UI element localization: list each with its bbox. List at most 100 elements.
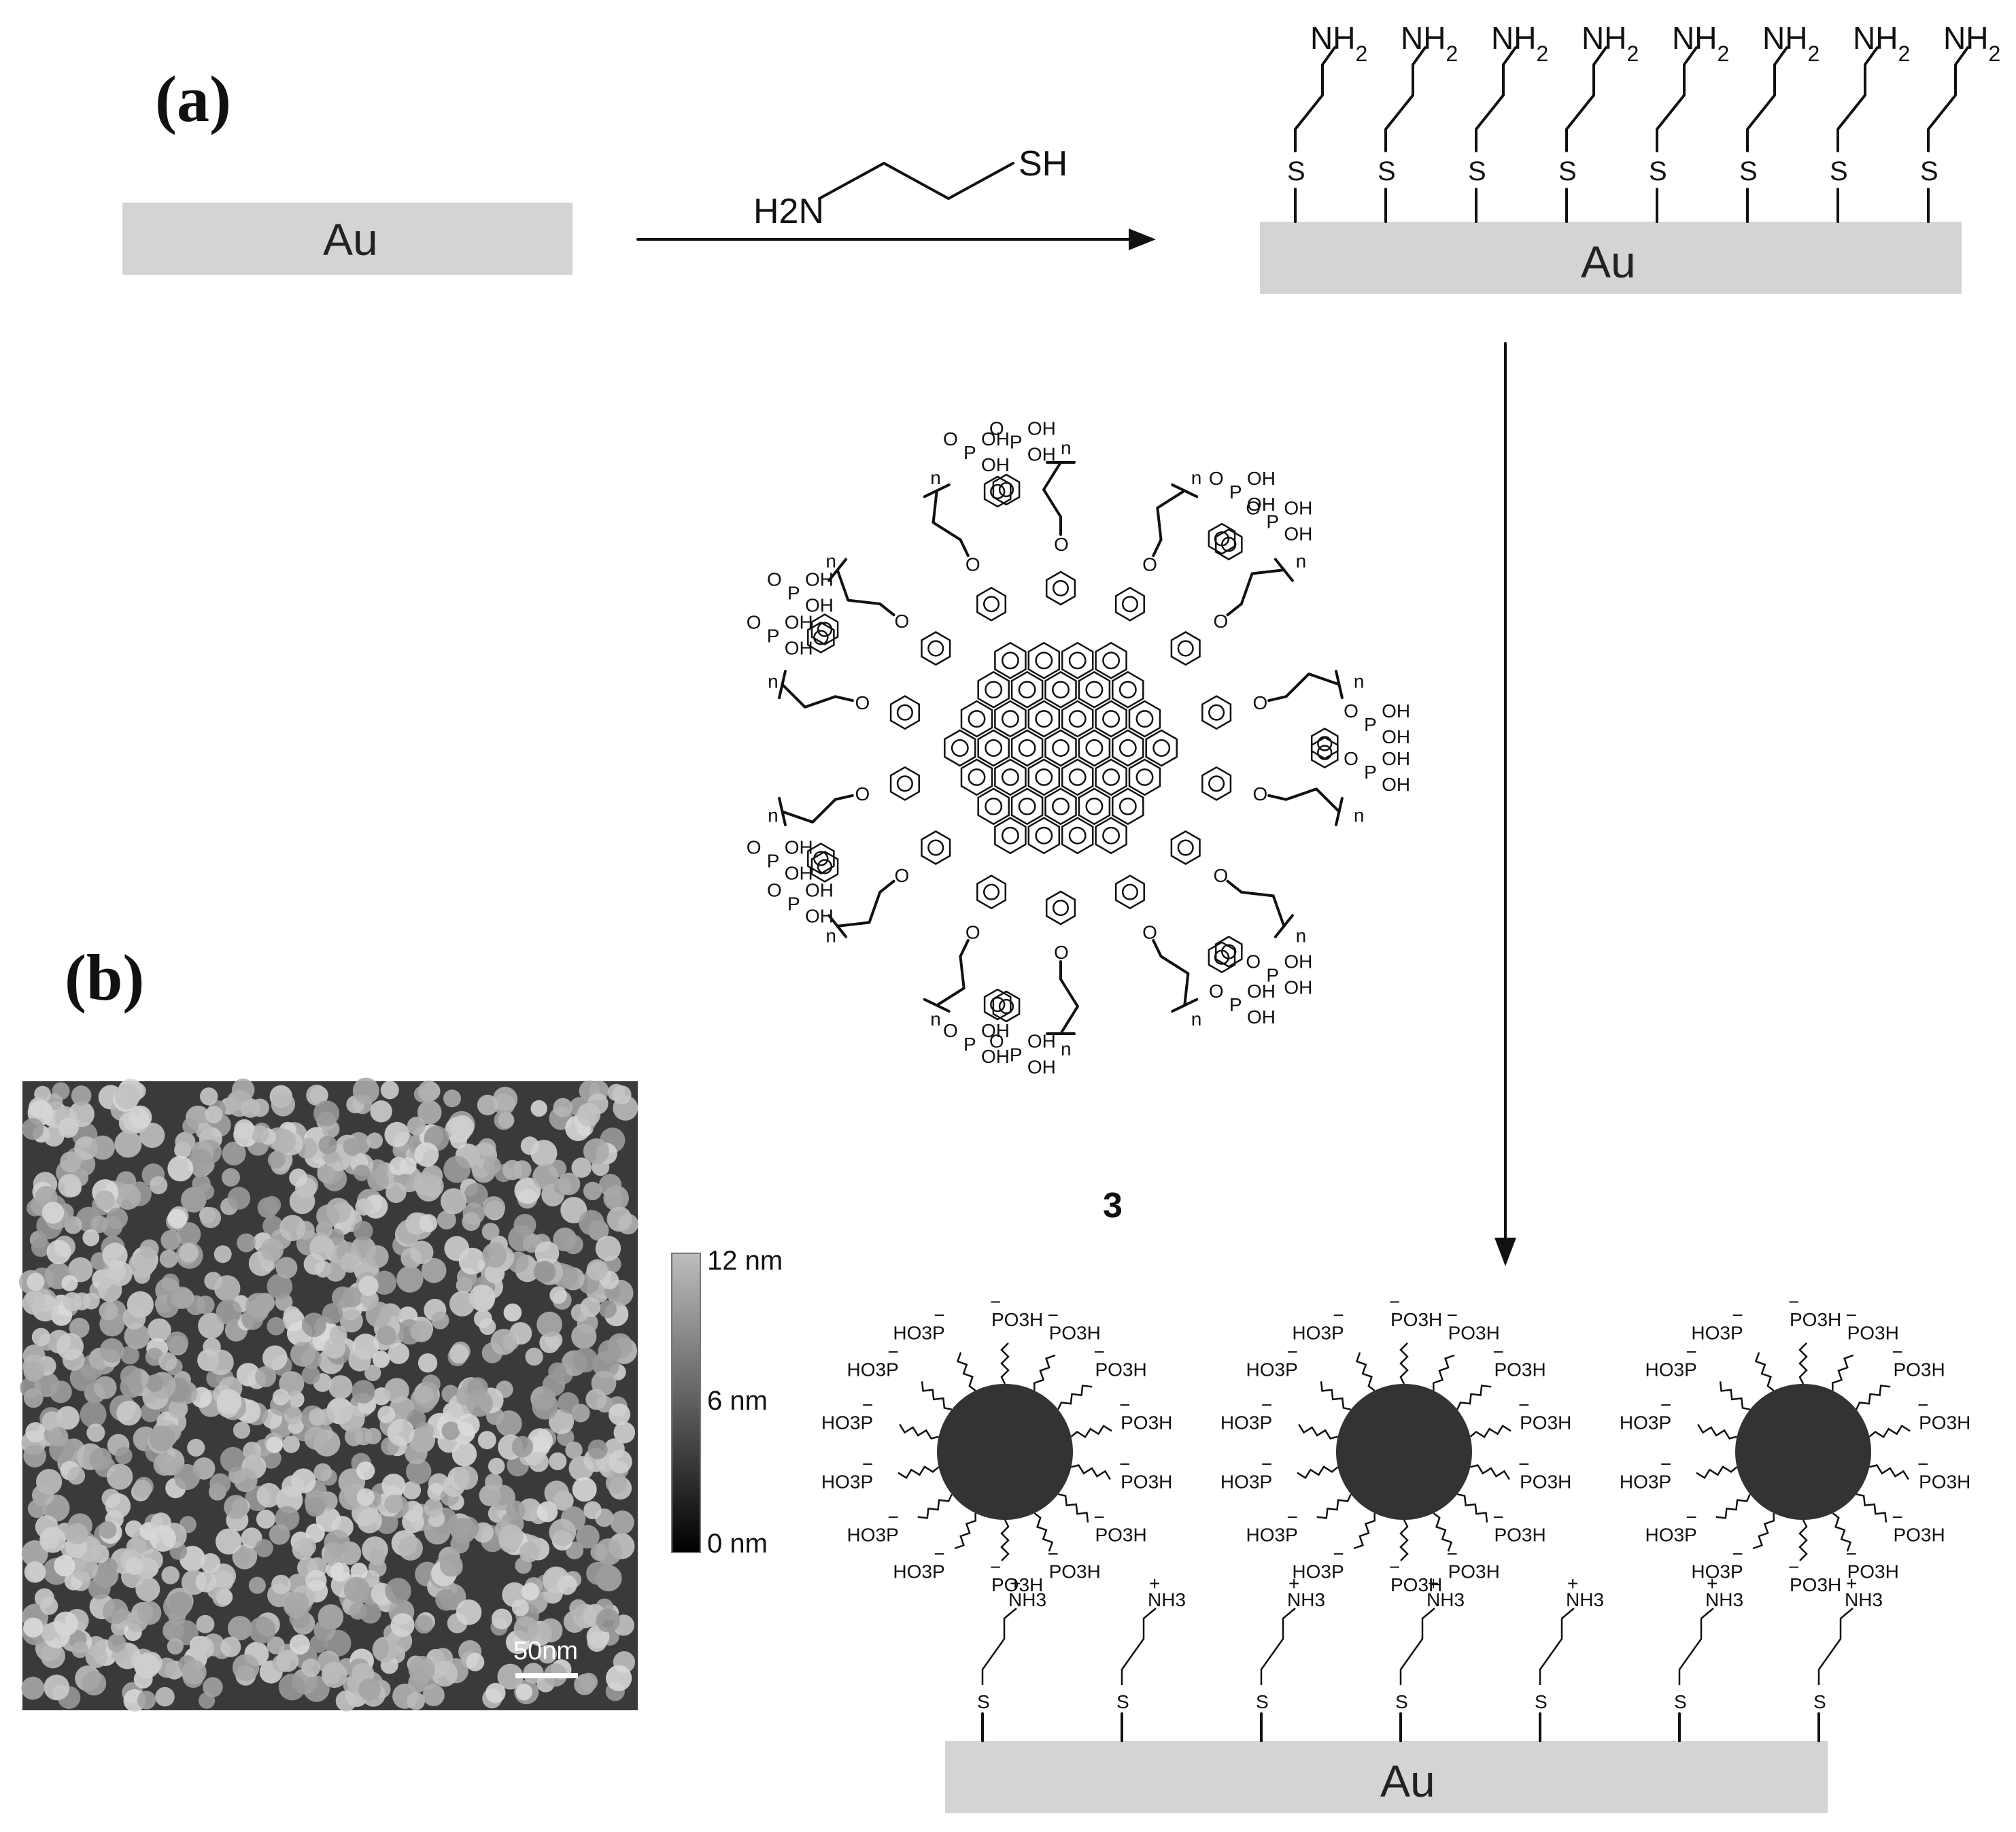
afm-particle [372,1270,396,1295]
afm-particle [25,1422,46,1443]
ligand-chain [1469,1424,1511,1438]
hydroxyl-label: OH [1284,524,1312,545]
afm-particle [477,1431,496,1450]
ester-bond [878,879,895,894]
oxo-label: O [1344,748,1359,769]
aromatic-circle [1208,775,1225,792]
ligand-chain [1752,1513,1775,1550]
afm-particle [331,1286,354,1308]
afm-particle [553,1098,573,1118]
ligand-chain [1869,1464,1909,1480]
core-benzene-ring [1128,758,1161,796]
hydroxyl-label: OH [785,611,813,632]
repeat-bracket [827,914,848,938]
afm-particle [610,1510,634,1535]
ligand-chain [898,1465,940,1480]
afm-particle [595,1538,623,1565]
afm-particle [67,1466,86,1485]
afm-particle [187,1149,214,1176]
afm-particle [80,1401,107,1428]
phosphonate-label: PO3H [1121,1412,1172,1434]
aromatic-circle [1135,710,1154,728]
arm-benzene-ring [1170,830,1201,865]
afm-particle [198,1312,224,1339]
ester-bond [1152,538,1163,558]
afm-particle [97,1277,122,1302]
afm-scale-bar-label: 50nm [513,1637,578,1665]
afm-particle [482,1242,507,1268]
afm-particle [251,1098,269,1117]
repeat-bracket [1335,670,1344,700]
afm-particle [532,1164,559,1190]
core-benzene-ring [1128,700,1161,738]
afm-particle [115,1184,141,1210]
afm-particle [174,1463,201,1491]
phosphonate-label: PO3H [1390,1574,1442,1595]
ester-oxygen-label: O [1252,783,1267,804]
phosphonate-label: PO3H [1893,1525,1945,1546]
afm-particle [406,1459,432,1485]
repeat-unit-label: n [1191,467,1202,488]
nanoparticle [1336,1384,1472,1520]
afm-particle [150,1525,176,1552]
core-benzene-ring [994,817,1027,855]
sam-sulfur-label: S [1287,156,1305,186]
ligand-chain [1399,1519,1409,1561]
sam-sulfur-label: S [1649,156,1667,186]
afm-particle [40,1623,58,1642]
afm-particle [255,1365,277,1387]
afm-particle [165,1331,189,1355]
core-benzene-ring [1145,729,1178,767]
core-benzene-ring [960,758,993,796]
afm-particles [18,1077,638,1712]
afm-particle [539,1618,563,1643]
afm-particle [90,1215,109,1234]
negative-charge-label: − [1287,1341,1298,1362]
afm-particle [267,1317,286,1336]
core-benzene-ring [1010,787,1044,826]
afm-particle [41,1202,65,1224]
ester-bond [1226,879,1243,894]
negative-charge-label: − [1732,1544,1743,1565]
ester-bond [959,538,970,558]
afm-particle [167,1208,187,1229]
afm-particle [301,1658,321,1678]
afm-particle [99,1301,118,1321]
afm-particle [415,1385,434,1404]
arm-benzene-ring [1201,766,1232,801]
sam-alkyl-chain [1565,46,1607,152]
afm-particle [576,1525,600,1549]
ligand-chain [1856,1493,1887,1523]
afm-particle [519,1542,540,1563]
aromatic-circle [927,839,944,856]
phosphonate-label: HO3P [1246,1525,1298,1546]
aromatic-circle [968,710,986,728]
hydroxyl-label: OH [805,905,834,926]
negative-charge-label: − [1518,1395,1529,1416]
sam-sulfur-label: S [1468,156,1486,186]
sam-alkyl-chain [1836,46,1879,152]
core-benzene-ring [1027,817,1061,855]
aromatic-circle [1317,745,1333,760]
afm-particle [534,1241,560,1266]
arm-benzene-ring [889,695,920,730]
ligand-chain [917,1493,953,1519]
afm-particle [195,1122,213,1140]
panel-a-label: (a) [155,63,231,135]
sam-amine-label: NH2 [1582,20,1639,66]
afm-particle [328,1375,353,1400]
aromatic-circle [1001,826,1019,845]
afm-particle [583,1501,602,1520]
sam-sulfur-label: S [1395,1691,1408,1712]
afm-particle [536,1311,562,1338]
afm-particle [321,1662,347,1689]
afm-particle [262,1195,281,1215]
afm-particle [139,1122,165,1149]
afm-particle [388,1342,410,1365]
hydroxyl-label: OH [1382,726,1410,747]
afm-particle [216,1589,233,1606]
afm-particle [402,1480,422,1499]
afm-particle [222,1168,240,1187]
afm-particle [39,1597,58,1615]
